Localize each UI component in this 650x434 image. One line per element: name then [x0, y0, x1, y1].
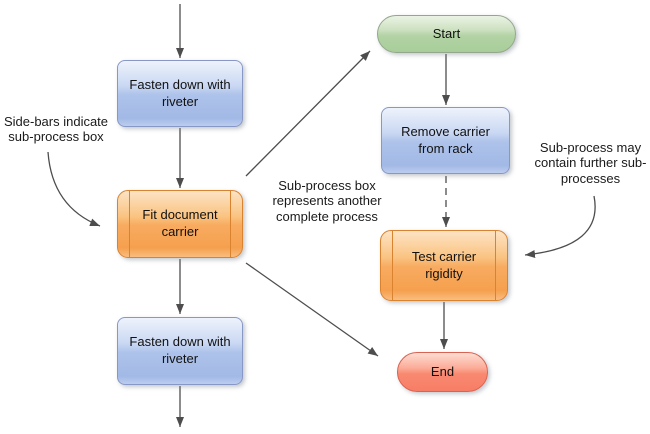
node-label: Start	[432, 25, 461, 41]
edge-fit-document-to-end	[245, 262, 379, 357]
node-fit-document-carrier-subprocess: Fit document carrier	[117, 190, 243, 258]
subprocess-sidebar-left	[392, 231, 393, 300]
node-label: Fasten down with riveter	[129, 76, 231, 109]
annotation-sub-process-note: Sub-process box represents another compl…	[272, 178, 382, 224]
node-start-terminator: Start	[377, 15, 516, 53]
node-fasten-down-with-riveter-bottom: Fasten down with riveter	[117, 317, 243, 385]
annotation-contains-note: Sub-process may contain further sub-proc…	[534, 140, 647, 186]
node-remove-carrier-from-rack: Remove carrier from rack	[381, 107, 510, 174]
subprocess-sidebar-right	[495, 231, 496, 300]
node-label: End	[430, 363, 455, 379]
node-label: Fasten down with riveter	[129, 334, 231, 366]
node-label: Test carrier rigidity	[411, 248, 477, 281]
node-label: Fit document carrier	[142, 207, 218, 239]
node-test-carrier-rigidity-subprocess: Test carrier rigidity	[380, 230, 508, 301]
node-label: Remove carrier from rack	[401, 123, 490, 156]
annotation-side-bars-note: Side-bars indicate sub-process box	[3, 114, 109, 145]
node-fasten-down-with-riveter-top: Fasten down with riveter	[117, 60, 243, 127]
edge-contains-note-to-test-rigidity-curved	[524, 195, 596, 258]
subprocess-sidebar-left	[129, 191, 130, 257]
edge-sidebars-note-to-fit-document-curved	[47, 151, 101, 227]
subprocess-sidebar-right	[230, 191, 231, 257]
node-end-terminator: End	[397, 352, 488, 392]
edge-fit-document-to-start	[245, 50, 371, 177]
